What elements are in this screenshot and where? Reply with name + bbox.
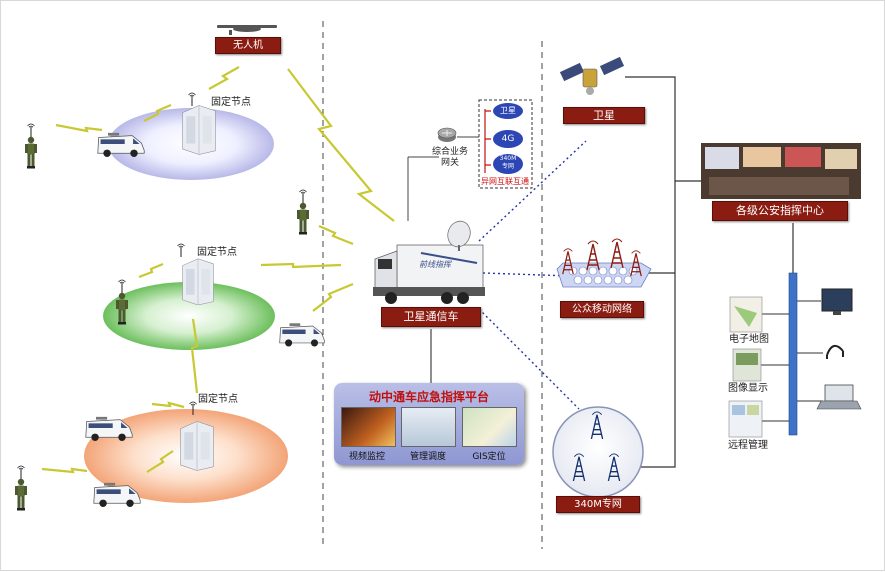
link-node1-soldier [55,123,103,133]
link-node2-vehicle [260,262,342,269]
link-soldier-vehicle [318,224,354,246]
terminal-map-label: 电子地图 [729,334,769,345]
private-340m-tag: 340M专网 [556,496,640,513]
platform-item-gis: GIS定位 [472,452,506,462]
link-node3-van [151,401,185,409]
satellite-tag: 卫星 [563,107,645,124]
cloud-satellite-label: 卫星 [500,106,516,115]
fixed-node-label-3: 固定节点 [198,394,238,405]
link-van-soldier [41,467,88,474]
gateway-graphic [437,127,457,142]
platform-item-video: 视频监控 [348,452,385,462]
link-node2-node3 [190,318,199,394]
link-node1-van [143,103,172,122]
link-node3-van2 [146,450,174,473]
uav-tag: 无人机 [215,37,281,54]
terminal-remote-label: 远程管理 [728,440,768,451]
vehicle-graphic [373,220,485,304]
fixed-node-label-2: 固定节点 [197,247,237,258]
platform-item-dispatch: 管理调度 [409,452,446,462]
monitor-icon [821,288,853,312]
vehicle-body-text: 前线指挥 [419,260,451,269]
lan-backbone [788,272,798,436]
cloud-4g-label: 4G [501,134,515,144]
link-node2-soldier [138,262,164,279]
gateway-label: 综合业务 网关 [431,147,468,168]
vehicle-links [407,76,794,468]
terminal-image-label: 图像显示 [728,383,768,394]
command-center-tag: 各级公安指挥中心 [712,201,848,221]
public-mobile-tag: 公众移动网络 [560,301,644,318]
platform-title: 动中通车应急指挥平台 [368,390,489,404]
video-thumb [341,407,396,447]
fixed-node-label-1: 固定节点 [211,97,251,108]
satellite-graphic [559,56,625,95]
command-center-photo [701,143,861,199]
laptop-icon [816,400,862,410]
node-area-green [103,282,275,350]
emergency-platform-panel: 动中通车应急指挥平台 视频监控 管理调度 GIS定位 [334,383,524,465]
uav-graphic [217,25,277,35]
headset-icon [826,344,844,359]
dispatch-thumb [401,407,456,447]
link-uav-vehicle [287,68,395,222]
cloud-340m-label: 340M 专网 [499,155,517,170]
interconnect-label: 异网互联互通 [481,177,529,186]
link-van-vehicle [312,282,354,312]
mobile-network-graphic [556,238,652,288]
link-uav-node [208,66,240,90]
gis-thumb [462,407,517,447]
vehicle-tag: 卫星通信车 [381,307,481,327]
